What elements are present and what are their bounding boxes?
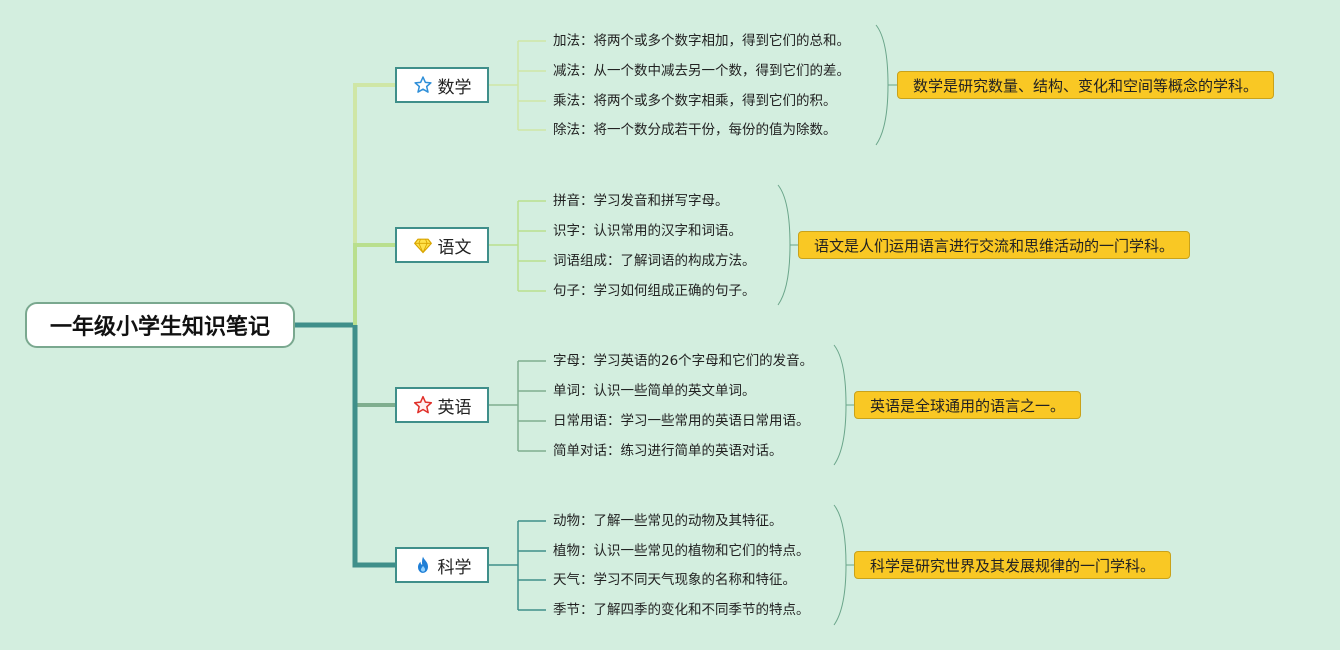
leaf-item[interactable]: 句子：学习如何组成正确的句子。 <box>553 283 756 299</box>
leaf-item[interactable]: 简单对话：练习进行简单的英语对话。 <box>553 443 783 459</box>
leaf-item[interactable]: 动物：了解一些常见的动物及其特征。 <box>553 513 783 529</box>
bracket-english <box>833 344 854 466</box>
branch-connector-science <box>352 325 395 568</box>
leaf-item[interactable]: 乘法：将两个或多个数字相乘，得到它们的积。 <box>553 93 837 109</box>
summary-text: 科学是研究世界及其发展规律的一门学科。 <box>870 556 1156 575</box>
branch-science[interactable]: 科学 <box>395 547 489 583</box>
leaf-item[interactable]: 减法：从一个数中减去另一个数，得到它们的差。 <box>553 63 850 79</box>
leaf-connectors-chinese <box>489 200 546 292</box>
branch-connector-english <box>353 325 395 407</box>
bracket-science <box>833 504 854 626</box>
leaf-connectors-english <box>489 360 546 452</box>
leaf-item[interactable]: 除法：将一个数分成若干份，每份的值为除数。 <box>553 122 837 138</box>
leaf-item[interactable]: 字母：学习英语的26个字母和它们的发音。 <box>553 353 814 369</box>
summary-brackets <box>777 24 897 626</box>
star-outline-icon <box>413 76 432 93</box>
root-node[interactable]: 一年级小学生知识笔记 <box>25 302 295 348</box>
leaf-item[interactable]: 植物：认识一些常见的植物和它们的特点。 <box>553 543 810 559</box>
leaf-item[interactable]: 加法：将两个或多个数字相加，得到它们的总和。 <box>553 33 850 49</box>
branch-chinese[interactable]: 语文 <box>395 227 489 263</box>
leaf-item[interactable]: 拼音：学习发音和拼写字母。 <box>553 193 729 209</box>
root-title: 一年级小学生知识笔记 <box>49 315 270 340</box>
summary-science[interactable]: 科学是研究世界及其发展规律的一门学科。 <box>854 551 1172 579</box>
branch-label: 科学 <box>437 557 472 578</box>
bracket-chinese <box>777 184 798 306</box>
leaf-item[interactable]: 单词：认识一些简单的英文单词。 <box>553 383 756 399</box>
summary-text: 数学是研究数量、结构、变化和空间等概念的学科。 <box>913 76 1259 95</box>
leaf-item[interactable]: 天气：学习不同天气现象的名称和特征。 <box>553 572 796 588</box>
summary-text: 英语是全球通用的语言之一。 <box>870 396 1066 415</box>
branch-label: 英语 <box>437 397 472 418</box>
red-star-icon <box>413 395 432 414</box>
bracket-math <box>875 24 897 146</box>
summary-chinese[interactable]: 语文是人们运用语言进行交流和思维活动的一门学科。 <box>798 231 1191 259</box>
flame-icon <box>417 556 428 573</box>
branch-label: 数学 <box>437 77 472 98</box>
leaf-connectors-science <box>489 520 546 611</box>
branch-math[interactable]: 数学 <box>395 67 489 103</box>
branch-label: 语文 <box>437 237 472 258</box>
summary-text: 语文是人们运用语言进行交流和思维活动的一门学科。 <box>814 236 1175 255</box>
leaf-item[interactable]: 识字：认识常用的汉字和词语。 <box>553 223 742 239</box>
leaf-item[interactable]: 日常用语：学习一些常用的英语日常用语。 <box>553 413 810 429</box>
branch-connector-chinese <box>353 243 395 325</box>
leaf-connectors-math <box>489 40 546 131</box>
summary-english[interactable]: 英语是全球通用的语言之一。 <box>854 391 1082 419</box>
leaf-item[interactable]: 词语组成：了解词语的构成方法。 <box>553 253 756 269</box>
branch-english[interactable]: 英语 <box>395 387 489 423</box>
branch-connector-math <box>353 83 395 325</box>
leaf-item[interactable]: 季节：了解四季的变化和不同季节的特点。 <box>553 602 810 618</box>
diamond-icon <box>413 238 432 254</box>
summary-math[interactable]: 数学是研究数量、结构、变化和空间等概念的学科。 <box>897 71 1275 99</box>
